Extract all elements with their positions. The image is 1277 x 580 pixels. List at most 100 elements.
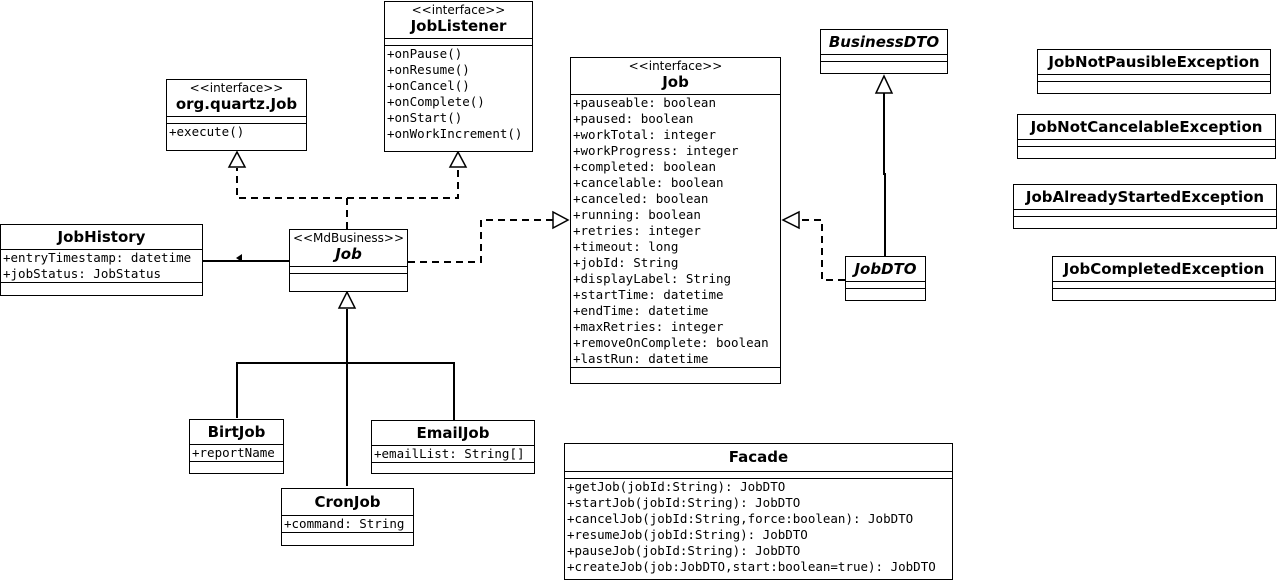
job-interface-class: <<interface>> Job +pauseable: boolean +p… <box>570 57 781 384</box>
operation: +onStart() <box>387 110 463 125</box>
operation: +onPause() <box>387 46 463 61</box>
association-arrowhead <box>236 254 242 262</box>
business-dto-attributes <box>821 55 947 62</box>
attribute: +workTotal: integer <box>573 127 716 142</box>
hollow-arrowhead-quartz-job <box>227 150 247 168</box>
job-dto-class: JobDTO <box>845 256 926 301</box>
attribute: +reportName <box>192 445 275 460</box>
quartz-job-class: <<interface>> org.quartz.Job +execute() <box>166 79 307 151</box>
md-job-name: Job <box>335 245 362 263</box>
job-not-cancelable-name: JobNotCancelableException <box>1030 118 1263 136</box>
job-not-pausible-header: JobNotPausibleException <box>1038 50 1270 75</box>
facade-name: Facade <box>728 448 789 466</box>
email-job-header: EmailJob <box>372 421 534 446</box>
job-already-started-attributes <box>1014 210 1276 217</box>
operation: +onCancel() <box>387 78 470 93</box>
job-already-started-header: JobAlreadyStartedException <box>1014 185 1276 210</box>
md-job-header: <<MdBusiness>> Job <box>290 230 407 267</box>
operation: +cancelJob(jobId:String,force:boolean): … <box>567 511 914 526</box>
job-interface-stereotype: <<interface>> <box>628 59 723 73</box>
attribute: +running: boolean <box>573 207 701 222</box>
realization-md-job-to-job-interface <box>408 219 554 263</box>
attribute: +workProgress: integer <box>573 143 739 158</box>
quartz-job-operations: +execute() <box>167 124 306 140</box>
attribute: +jobStatus: JobStatus <box>3 266 162 281</box>
job-listener-header: <<interface>> JobListener <box>385 2 532 39</box>
birt-job-header: BirtJob <box>190 420 283 445</box>
business-dto-header: BusinessDTO <box>821 30 947 55</box>
job-dto-operations <box>846 289 925 296</box>
attribute: +canceled: boolean <box>573 191 709 206</box>
attribute: +timeout: long <box>573 239 679 254</box>
job-already-started-operations <box>1014 217 1276 224</box>
job-not-cancelable-operations <box>1018 147 1275 154</box>
business-dto-operations <box>821 62 947 69</box>
job-history-attributes: +entryTimestamp: datetime +jobStatus: Jo… <box>1 250 202 283</box>
md-business-job-class: <<MdBusiness>> Job <box>289 229 408 292</box>
job-completed-exception-class: JobCompletedException <box>1052 256 1276 301</box>
business-dto-class: BusinessDTO <box>820 29 948 74</box>
job-not-pausible-operations <box>1038 82 1270 89</box>
job-not-cancelable-header: JobNotCancelableException <box>1018 115 1275 140</box>
hollow-arrowhead-business-dto <box>874 74 894 94</box>
quartz-job-name: org.quartz.Job <box>175 95 298 113</box>
realization-job-dto-to-job-interface <box>798 219 845 281</box>
quartz-job-stereotype: <<interface>> <box>189 81 284 95</box>
attribute: +command: String <box>284 516 405 531</box>
birt-job-class: BirtJob +reportName <box>189 419 284 474</box>
operation: +pauseJob(jobId:String): JobDTO <box>567 543 801 558</box>
operation: +resumeJob(jobId:String): JobDTO <box>567 527 808 542</box>
birt-job-attributes: +reportName <box>190 445 283 462</box>
attribute: +removeOnComplete: boolean <box>573 335 769 350</box>
job-interface-name: Job <box>662 73 689 91</box>
job-already-started-exception-class: JobAlreadyStartedException <box>1013 184 1277 229</box>
job-not-pausible-exception-class: JobNotPausibleException <box>1037 49 1271 94</box>
attribute: +lastRun: datetime <box>573 351 709 366</box>
generalization-tree-branches <box>236 362 455 420</box>
email-job-class: EmailJob +emailList: String[] <box>371 420 535 474</box>
hollow-arrowhead-job-listener <box>448 150 468 168</box>
attribute: +paused: boolean <box>573 111 694 126</box>
job-interface-header: <<interface>> Job <box>571 58 780 95</box>
operation: +createJob(job:JobDTO,start:boolean=true… <box>567 559 936 574</box>
attribute: +completed: boolean <box>573 159 716 174</box>
quartz-job-header: <<interface>> org.quartz.Job <box>167 80 306 117</box>
operation: +getJob(jobId:String): JobDTO <box>567 479 786 494</box>
job-listener-operations: +onPause() +onResume() +onCancel() +onCo… <box>385 46 532 142</box>
job-completed-header: JobCompletedException <box>1053 257 1275 282</box>
facade-attributes <box>565 472 952 479</box>
md-job-stereotype: <<MdBusiness>> <box>292 231 405 245</box>
operation: +onComplete() <box>387 94 485 109</box>
job-history-header: JobHistory <box>1 225 202 250</box>
job-history-name: JobHistory <box>57 228 146 246</box>
attribute: +startTime: datetime <box>573 287 724 302</box>
job-not-cancelable-exception-class: JobNotCancelableException <box>1017 114 1276 159</box>
cron-job-class: CronJob +command: String <box>281 488 414 546</box>
hollow-arrowhead-job-interface-left <box>552 210 570 230</box>
birt-job-name: BirtJob <box>207 423 266 441</box>
job-not-pausible-attributes <box>1038 75 1270 82</box>
operation: +startJob(jobId:String): JobDTO <box>567 495 801 510</box>
attribute: +jobId: String <box>573 255 679 270</box>
attribute: +endTime: datetime <box>573 303 709 318</box>
attribute: +entryTimestamp: datetime <box>3 250 192 265</box>
attribute: +displayLabel: String <box>573 271 732 286</box>
job-listener-class: <<interface>> JobListener +onPause() +on… <box>384 1 533 152</box>
cron-job-name: CronJob <box>314 493 381 511</box>
hollow-arrowhead-md-job <box>337 290 357 309</box>
job-completed-operations <box>1053 289 1275 296</box>
job-already-started-name: JobAlreadyStartedException <box>1025 188 1265 206</box>
attribute: +emailList: String[] <box>374 446 525 461</box>
job-dto-attributes <box>846 282 925 289</box>
email-job-attributes: +emailList: String[] <box>372 446 534 463</box>
generalization-job-dto-to-business-dto <box>883 92 886 259</box>
facade-operations: +getJob(jobId:String): JobDTO +startJob(… <box>565 479 952 575</box>
md-job-attributes <box>290 267 407 274</box>
attribute: +retries: integer <box>573 223 701 238</box>
cron-job-header: CronJob <box>282 489 413 516</box>
job-not-cancelable-attributes <box>1018 140 1275 147</box>
business-dto-name: BusinessDTO <box>828 33 940 51</box>
cron-job-attributes: +command: String <box>282 516 413 533</box>
job-dto-header: JobDTO <box>846 257 925 282</box>
